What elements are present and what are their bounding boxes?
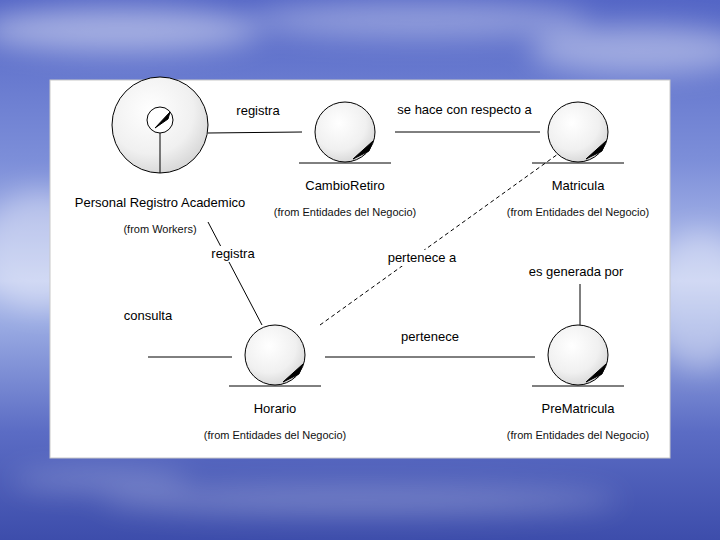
icon-shade xyxy=(283,364,303,382)
worker-body xyxy=(160,133,161,173)
entity-underline xyxy=(532,163,624,164)
business-worker: Personal Registro Academico (from Workers… xyxy=(75,75,246,236)
business-entity: PreMatricula (from Entidades del Negocio) xyxy=(507,324,649,442)
association-label: registra xyxy=(234,103,281,119)
association-label: registra xyxy=(209,246,256,262)
association-line xyxy=(208,222,262,325)
icon-shade xyxy=(353,141,373,159)
business-entity-icon xyxy=(227,324,323,388)
business-entity: Horario (from Entidades del Negocio) xyxy=(204,324,346,442)
node-name: PreMatricula xyxy=(542,401,615,417)
worker-head xyxy=(147,107,173,133)
icon-circle xyxy=(315,102,375,162)
package-note: (from Entidades del Negocio) xyxy=(274,205,416,219)
association-label: consulta xyxy=(122,308,174,324)
icon-shade xyxy=(586,364,606,382)
association-label: pertenece a xyxy=(386,250,459,266)
association-line xyxy=(395,132,540,133)
business-entity-icon xyxy=(530,101,626,165)
business-entity-icon xyxy=(297,101,393,165)
node-name: Matricula xyxy=(552,178,605,194)
business-entity-icon xyxy=(530,324,626,388)
association-label: se hace con respecto a xyxy=(395,102,533,118)
business-entity: Matricula (from Entidades del Negocio) xyxy=(507,101,649,219)
icon-shade xyxy=(586,141,606,159)
business-entity: CambioRetiro (from Entidades del Negocio) xyxy=(274,101,416,219)
entity-underline xyxy=(299,163,391,164)
association-label: es generada por xyxy=(527,264,626,280)
icon-circle xyxy=(548,325,608,385)
icon-circle xyxy=(548,102,608,162)
node-name: CambioRetiro xyxy=(305,178,384,194)
icon-circle xyxy=(112,77,208,173)
package-note: (from Entidades del Negocio) xyxy=(507,205,649,219)
association-line xyxy=(208,132,302,133)
entity-underline xyxy=(229,386,321,387)
entity-underline xyxy=(532,386,624,387)
icon-shade xyxy=(155,112,170,128)
association-label: pertenece xyxy=(399,329,461,345)
package-note: (from Entidades del Negocio) xyxy=(507,428,649,442)
clouds xyxy=(0,2,720,514)
node-name: Horario xyxy=(254,401,297,417)
dangling-association xyxy=(580,284,581,325)
icon-circle xyxy=(245,325,305,385)
node-name: Personal Registro Academico xyxy=(75,195,246,211)
package-note: (from Workers) xyxy=(123,222,196,236)
business-worker-icon xyxy=(110,75,210,175)
association-line xyxy=(325,357,535,358)
dangling-association xyxy=(148,357,232,358)
package-note: (from Entidades del Negocio) xyxy=(204,428,346,442)
